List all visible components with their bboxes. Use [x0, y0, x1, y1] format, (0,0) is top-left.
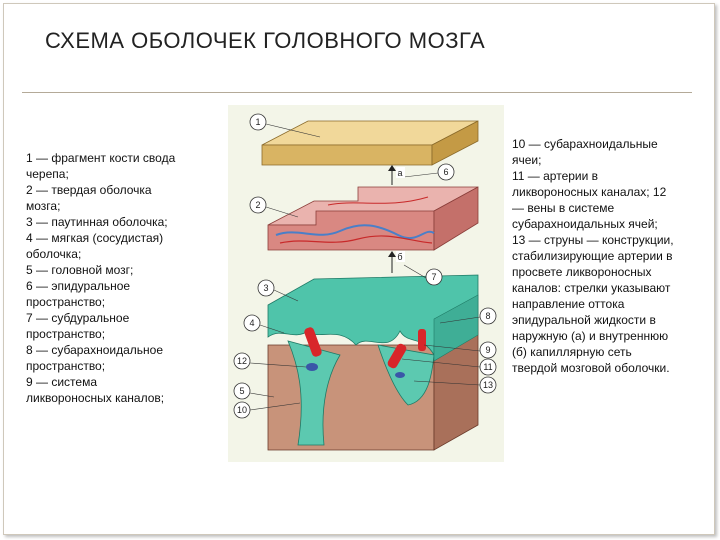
vessels — [304, 327, 426, 378]
meninges-diagram: 1 2 3 4 12 5 10 — [233, 113, 497, 451]
svg-text:12: 12 — [237, 356, 247, 366]
label-3: 3 — [257, 279, 299, 302]
label-4: 4 — [243, 314, 285, 334]
label-2: 2 — [249, 196, 299, 218]
legend-line: стабилизирующие артерии в — [512, 249, 673, 263]
flow-arrows — [388, 165, 396, 273]
legend-line: наружную (а) и внутреннюю — [512, 329, 669, 343]
label-6: 6 — [403, 163, 455, 181]
legend-line: пространство; — [26, 295, 106, 309]
legend-line: — вены в системе — [512, 201, 615, 215]
label-9: 9 — [423, 341, 497, 359]
legend-line: (б) капиллярную сеть — [512, 345, 632, 359]
legend-line: эпидуральной жидкости в — [512, 313, 656, 327]
svg-text:2: 2 — [255, 200, 260, 210]
svg-text:5: 5 — [239, 386, 244, 396]
legend-line: 6 — эпидуральное — [26, 279, 131, 293]
legend-line: 2 — твердая оболочка — [26, 183, 152, 197]
legend-right: 10 — субарахноидальные ячеи; 11 — артери… — [512, 136, 717, 376]
legend-line: 11 — артерии в — [512, 169, 599, 183]
legend-line: черепа; — [26, 167, 69, 181]
label-8: 8 — [439, 307, 497, 325]
dura-mater — [267, 186, 479, 251]
svg-text:9: 9 — [485, 345, 490, 355]
label-11: 11 — [401, 358, 497, 376]
legend-line: 9 — система — [26, 375, 98, 389]
bone-fragment — [261, 120, 479, 166]
legend-line: твердой мозговой оболочки. — [512, 361, 670, 375]
label-b: б — [396, 251, 405, 262]
label-5: 5 — [233, 382, 275, 400]
svg-text:8: 8 — [485, 311, 490, 321]
label-7: 7 — [403, 264, 443, 286]
legend-left: 1 — фрагмент кости свода черепа; 2 — тве… — [26, 150, 231, 406]
legend-line: 8 — субарахноидальное — [26, 343, 164, 357]
svg-text:7: 7 — [431, 272, 436, 282]
legend-line: 3 — паутинная оболочка; — [26, 215, 168, 229]
legend-line: пространство; — [26, 359, 106, 373]
legend-line: 1 — фрагмент кости свода — [26, 151, 176, 165]
legend-line: направление оттока — [512, 297, 625, 311]
legend-line: мозга; — [26, 199, 61, 213]
svg-text:б: б — [397, 252, 402, 262]
svg-text:1: 1 — [255, 117, 260, 127]
svg-text:а: а — [397, 168, 402, 178]
svg-text:6: 6 — [443, 167, 448, 177]
label-10: 10 — [233, 401, 301, 419]
legend-line: субарахноидальных ячей; — [512, 217, 658, 231]
label-12: 12 — [233, 352, 307, 370]
legend-line: ликвороносных каналах; 12 — [512, 185, 667, 199]
legend-line: 4 — мягкая (сосудистая) — [26, 231, 164, 245]
svg-text:4: 4 — [249, 318, 254, 328]
legend-line: пространство; — [26, 327, 106, 341]
svg-text:3: 3 — [263, 283, 268, 293]
legend-line: просвете ликвороносных — [512, 265, 652, 279]
legend-line: ячеи; — [512, 153, 542, 167]
label-a: а — [396, 167, 405, 178]
legend-line: каналов: стрелки указывают — [512, 281, 671, 295]
svg-text:10: 10 — [237, 405, 247, 415]
slide-title: СХЕМА ОБОЛОЧЕК ГОЛОВНОГО МОЗГА — [45, 28, 486, 53]
legend-line: 10 — субарахноидальные — [512, 137, 658, 151]
legend-line: 13 — струны — конструкции, — [512, 233, 674, 247]
svg-text:13: 13 — [483, 380, 493, 390]
label-13: 13 — [413, 376, 497, 394]
label-1: 1 — [249, 113, 321, 138]
legend-line: оболочка; — [26, 247, 82, 261]
legend-line: 5 — головной мозг; — [26, 263, 134, 277]
legend-line: 7 — субдуральное — [26, 311, 130, 325]
legend-line: ликвороносных каналов; — [26, 391, 165, 405]
meninges-illustration: 1 2 3 4 12 5 10 — [228, 105, 504, 462]
svg-text:11: 11 — [483, 362, 492, 372]
title-divider — [22, 92, 692, 93]
